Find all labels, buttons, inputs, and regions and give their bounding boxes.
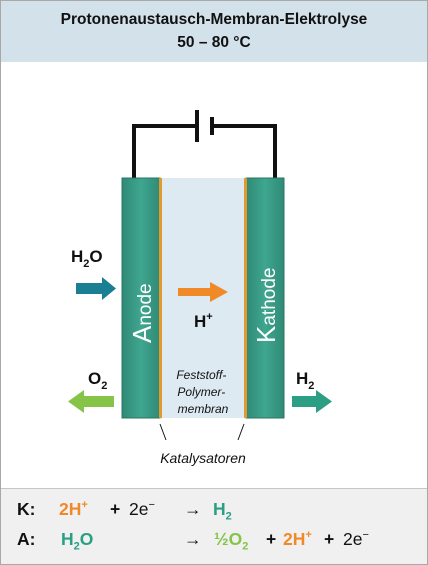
- water-inlet-label: H2O: [71, 247, 103, 270]
- anode-equation: A: H2O → ½O2 + 2H+ + 2e−: [1, 524, 427, 554]
- proton-arrow: [178, 282, 228, 302]
- hydrogen-outlet-label: H2: [296, 369, 314, 392]
- circuit-wire-left: [132, 124, 196, 178]
- membrane: [162, 178, 244, 418]
- cathode-equation-label: K:: [17, 499, 36, 519]
- anode-product-electrons: 2e−: [343, 529, 369, 549]
- water-inlet-arrow: [76, 277, 116, 300]
- cathode-reactant-electrons: 2e−: [129, 499, 155, 519]
- catalyst-leader-left: [159, 423, 167, 441]
- cathode-electrode: [245, 177, 285, 419]
- title: Protonenaustausch-Membran-Elektrolyse: [60, 11, 368, 28]
- oxygen-outlet-label: O2: [88, 369, 107, 392]
- plus-sign: +: [110, 499, 121, 519]
- anode-reactant-water: H2O: [61, 529, 94, 553]
- reaction-arrow: →: [184, 499, 202, 519]
- anode-label: Anode: [127, 283, 157, 343]
- temperature-range: 50 – 80 °C: [177, 34, 251, 51]
- hydrogen-outlet-arrow: [292, 390, 332, 413]
- cathode-product-hydrogen: H2: [213, 499, 232, 523]
- cathode-equation: K: 2H+ + 2e− → H2: [1, 494, 427, 524]
- circuit-wire-right: [214, 124, 277, 178]
- anode-catalyst-layer: [159, 178, 162, 418]
- membrane-label: Feststoff- Polymer- membran: [176, 368, 229, 416]
- anode-product-protons: 2H+: [283, 529, 312, 549]
- electrolysis-cell-diagram: Anode Kathode H+ H2O O2 H2 Feststoff- Po…: [68, 110, 332, 466]
- reaction-arrow: →: [184, 529, 202, 549]
- proton-label: H+: [194, 311, 213, 331]
- cathode-label: Kathode: [251, 268, 281, 343]
- plus-sign: +: [266, 529, 277, 549]
- catalyst-leader-right: [237, 423, 245, 441]
- anode-electrode: [121, 177, 161, 419]
- plus-sign: +: [324, 529, 335, 549]
- cathode-reactant-protons: 2H+: [59, 499, 88, 519]
- title-header: Protonenaustausch-Membran-Elektrolyse 50…: [1, 1, 427, 62]
- cathode-catalyst-layer: [244, 178, 247, 418]
- equations-box: K: 2H+ + 2e− → H2 A: H2O → ½O2 + 2H+ + 2…: [1, 488, 427, 564]
- oxygen-outlet-arrow: [68, 390, 114, 413]
- anode-equation-label: A:: [17, 529, 36, 549]
- catalysts-label: Katalysatoren: [160, 450, 246, 466]
- anode-product-oxygen: ½O2: [214, 529, 249, 553]
